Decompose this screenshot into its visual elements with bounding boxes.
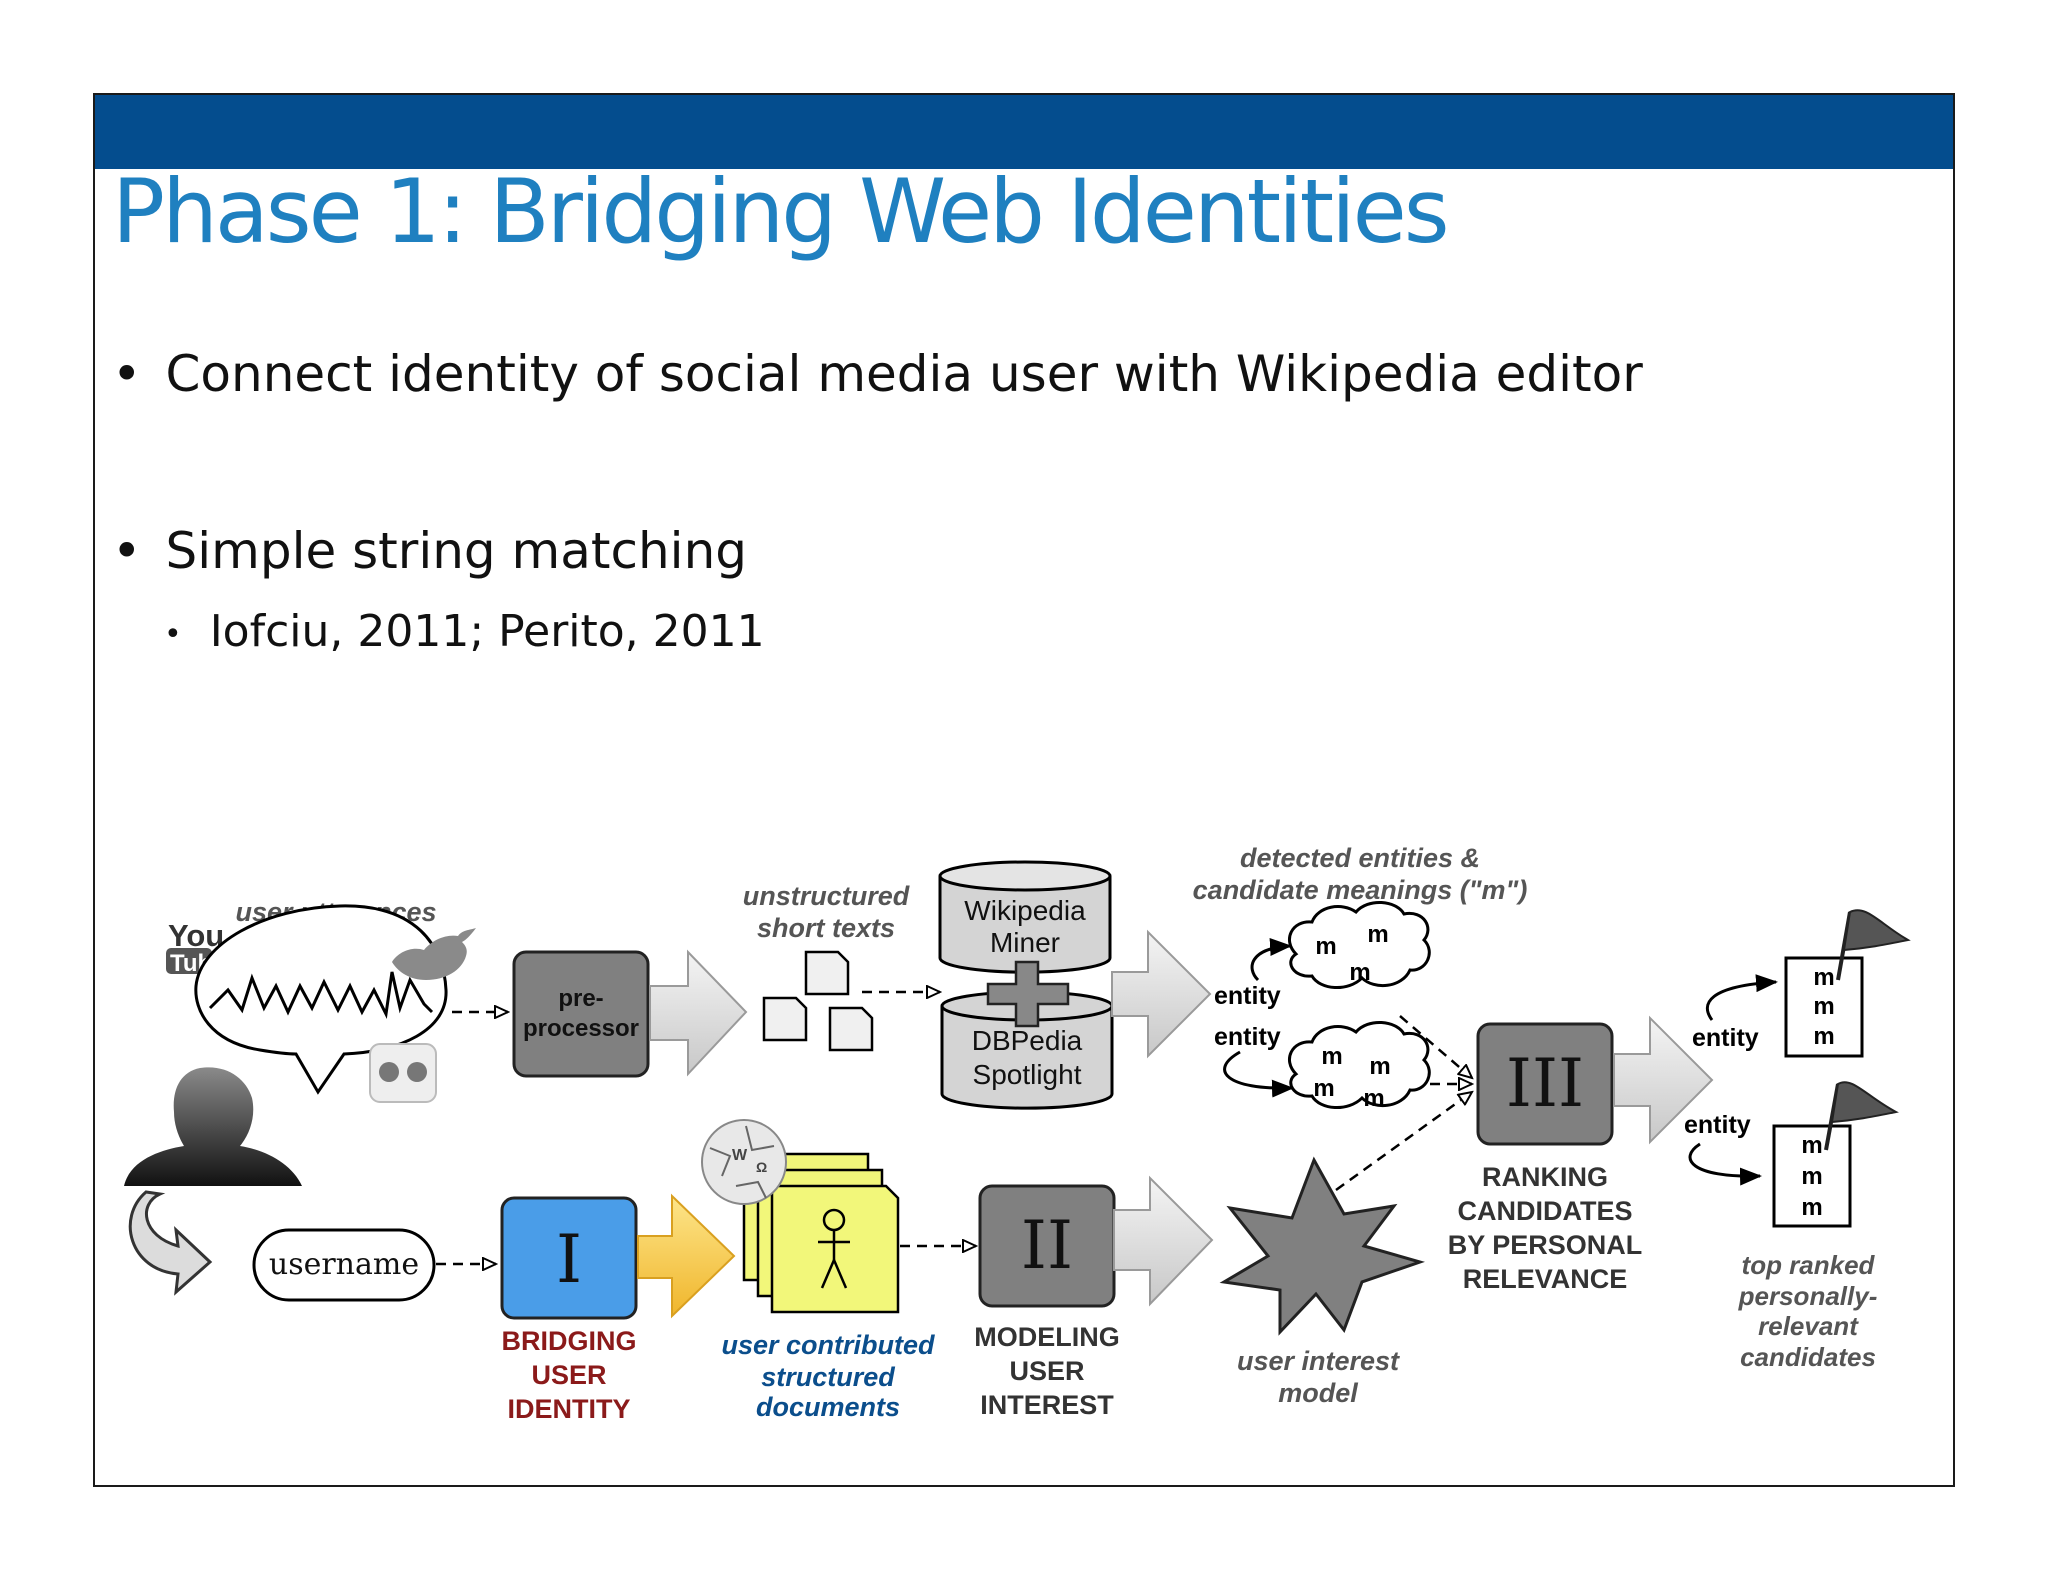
m-label: m	[1369, 1053, 1390, 1080]
svg-text:I: I	[556, 1221, 582, 1298]
svg-text:Spotlight: Spotlight	[973, 1059, 1082, 1090]
top-ranked-label: personally-	[1738, 1281, 1878, 1311]
bridging-label: BRIDGING	[502, 1326, 637, 1356]
bullet-dot: •	[112, 345, 142, 403]
wikipedia-miner-db: Wikipedia Miner	[938, 860, 1112, 974]
entity-label: entity	[1214, 1023, 1281, 1051]
entity-label: entity	[1684, 1111, 1751, 1139]
detected-entities-label: candidate meanings ("m")	[1193, 875, 1528, 905]
bridging-label: IDENTITY	[507, 1394, 630, 1424]
curved-arrow	[1688, 1142, 1762, 1186]
flag-icon	[1836, 909, 1911, 981]
svg-text:You: You	[168, 918, 224, 953]
preprocessor-box: pre- processor	[512, 950, 650, 1078]
m-label: m	[1349, 959, 1370, 986]
ranking-label: RANKING	[1482, 1162, 1608, 1192]
svg-text:pre-: pre-	[558, 985, 603, 1012]
flow-arrow	[1113, 1175, 1214, 1307]
curved-arrow	[128, 1190, 213, 1296]
header-bar	[95, 95, 1953, 169]
ranking-label: RELEVANCE	[1463, 1264, 1628, 1294]
ranking-label: BY PERSONAL	[1448, 1230, 1643, 1260]
document-icon	[762, 996, 808, 1042]
curved-arrow	[1250, 938, 1292, 982]
stage-I-box: I	[500, 1196, 638, 1320]
flag-icon	[1824, 1081, 1899, 1151]
entity-label: entity	[1692, 1024, 1759, 1052]
svg-text:m: m	[1801, 1194, 1822, 1221]
flickr-icon	[369, 1043, 437, 1103]
flow-arrow	[1613, 1015, 1714, 1145]
svg-text:m: m	[1801, 1163, 1822, 1190]
plus-icon	[986, 960, 1070, 1028]
user-silhouette-icon	[124, 1067, 302, 1186]
m-label: m	[1367, 921, 1388, 948]
svg-text:m: m	[1813, 993, 1834, 1020]
meaning-cloud	[1288, 1021, 1431, 1109]
documents-label: user contributed	[721, 1330, 935, 1360]
bullet-text: Iofciu, 2011; Perito, 2011	[209, 606, 765, 657]
svg-text:username: username	[269, 1247, 419, 1282]
candidate-list: m m m	[1772, 1124, 1852, 1228]
twitter-bird-icon	[392, 928, 476, 980]
documents-label: structured	[761, 1362, 895, 1392]
svg-text:processor: processor	[523, 1015, 639, 1042]
curved-arrow	[1705, 974, 1778, 1021]
svg-text:W: W	[732, 1147, 748, 1164]
bullet-text: Connect identity of social media user wi…	[165, 345, 1643, 403]
curved-arrow	[1223, 1050, 1294, 1098]
top-ranked-label: relevant	[1758, 1311, 1859, 1341]
svg-text:II: II	[1021, 1207, 1073, 1284]
person-icon	[818, 1208, 850, 1289]
user-interest-model-label: user interest	[1237, 1346, 1400, 1376]
entity-label: entity	[1214, 982, 1281, 1010]
modeling-label: INTEREST	[980, 1390, 1114, 1420]
top-ranked-label: candidates	[1740, 1342, 1876, 1372]
m-label: m	[1315, 933, 1336, 960]
bullet-dot: •	[164, 616, 182, 652]
stage-III-box: III	[1476, 1022, 1614, 1146]
candidate-list: m m m	[1784, 956, 1864, 1058]
star-icon	[1219, 1156, 1425, 1336]
user-interest-model-label: model	[1278, 1378, 1358, 1408]
m-label: m	[1321, 1043, 1342, 1070]
flow-arrow	[637, 1193, 736, 1319]
svg-text:DBPedia: DBPedia	[972, 1025, 1083, 1056]
flow-arrow	[649, 949, 748, 1077]
svg-text:m: m	[1813, 964, 1834, 991]
stage-II-box: II	[978, 1184, 1116, 1308]
unstructured-texts-label: short texts	[757, 913, 895, 943]
sub-bullet-citations: • Iofciu, 2011; Perito, 2011	[164, 606, 765, 657]
bullet-connect-identity: • Connect identity of social media user w…	[112, 345, 1643, 403]
modeling-label: MODELING	[974, 1322, 1120, 1352]
username-pill: username	[252, 1228, 436, 1302]
document-icon	[828, 1006, 874, 1052]
meaning-cloud	[1288, 901, 1431, 989]
modeling-label: USER	[1009, 1356, 1084, 1386]
wikipedia-globe-icon: W Ω	[701, 1119, 787, 1205]
top-ranked-label: top ranked	[1742, 1250, 1876, 1280]
svg-text:m: m	[1813, 1023, 1834, 1050]
svg-text:m: m	[1801, 1132, 1822, 1159]
flow-arrow	[1111, 929, 1212, 1059]
svg-text:Miner: Miner	[990, 927, 1060, 958]
slide-title: Phase 1: Bridging Web Identities	[112, 160, 1450, 263]
bridging-label: USER	[531, 1360, 606, 1390]
unstructured-texts-label: unstructured	[743, 881, 910, 911]
bullet-text: Simple string matching	[165, 522, 748, 580]
m-label: m	[1363, 1085, 1384, 1112]
ranking-label: CANDIDATES	[1458, 1196, 1633, 1226]
svg-text:Wikipedia: Wikipedia	[964, 895, 1086, 926]
document-icon	[804, 950, 850, 996]
detected-entities-label: detected entities &	[1240, 843, 1480, 873]
bullet-string-matching: • Simple string matching	[112, 522, 747, 580]
signal-waveform	[208, 971, 434, 1019]
m-label: m	[1313, 1075, 1334, 1102]
bullet-dot: •	[112, 522, 142, 580]
dashed-arrow	[1335, 1092, 1472, 1192]
svg-text:Ω: Ω	[756, 1159, 767, 1175]
documents-label: documents	[756, 1392, 900, 1422]
svg-text:III: III	[1506, 1045, 1584, 1122]
